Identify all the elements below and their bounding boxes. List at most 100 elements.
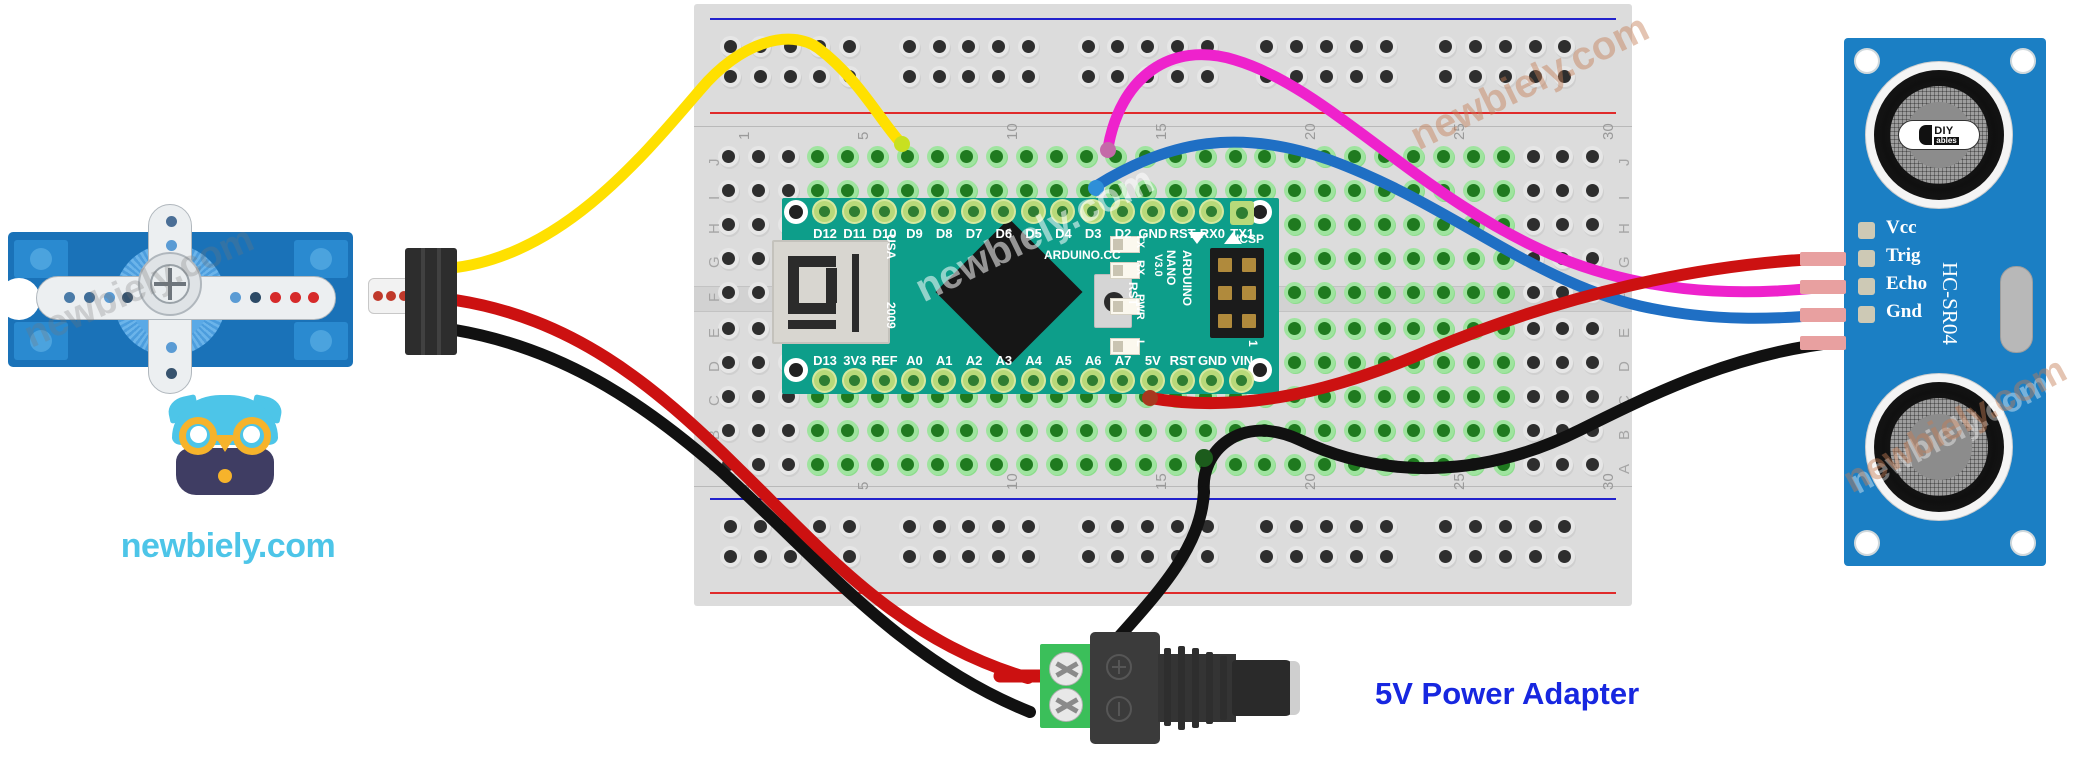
breadboard-hole-A20[interactable] bbox=[1288, 458, 1302, 471]
breadboard-hole-J28[interactable] bbox=[1526, 150, 1540, 163]
nano-pin-d2-top[interactable] bbox=[1112, 201, 1133, 222]
breadboard-hole-H21[interactable] bbox=[1318, 218, 1331, 231]
breadboard-hole-A24[interactable] bbox=[1407, 458, 1421, 471]
breadboard-hole-J13[interactable] bbox=[1079, 150, 1093, 163]
breadboard-hole-A28[interactable] bbox=[1526, 458, 1540, 471]
breadboard-power-hole[interactable] bbox=[932, 550, 946, 563]
breadboard-hole-J19[interactable] bbox=[1258, 150, 1272, 163]
breadboard-power-hole[interactable] bbox=[1290, 40, 1304, 53]
breadboard-power-hole[interactable] bbox=[753, 520, 767, 533]
breadboard-hole-I23[interactable] bbox=[1377, 184, 1391, 197]
breadboard-hole-H2[interactable] bbox=[751, 218, 765, 231]
breadboard-power-hole[interactable] bbox=[783, 520, 797, 533]
servo-motor[interactable]: newbiely.com bbox=[0, 204, 353, 394]
breadboard-hole-B16[interactable] bbox=[1169, 424, 1182, 437]
breadboard-hole-A7[interactable] bbox=[900, 458, 914, 471]
breadboard-hole-I19[interactable] bbox=[1258, 184, 1272, 197]
breadboard-hole-A19[interactable] bbox=[1258, 458, 1272, 471]
breadboard-hole-E26[interactable] bbox=[1467, 322, 1480, 335]
breadboard-power-hole[interactable] bbox=[1111, 40, 1125, 53]
breadboard-hole-A2[interactable] bbox=[751, 458, 765, 471]
breadboard-power-hole[interactable] bbox=[724, 520, 737, 533]
breadboard-power-hole[interactable] bbox=[932, 70, 946, 83]
breadboard-power-hole[interactable] bbox=[932, 40, 946, 53]
breadboard-power-hole[interactable] bbox=[992, 70, 1006, 83]
breadboard-power-hole[interactable] bbox=[1171, 520, 1184, 533]
breadboard-hole-I10[interactable] bbox=[990, 184, 1004, 197]
hc-sr04-ultrasonic-sensor[interactable]: DIY ables HC-SR04 Vcc Trig Echo Gnd newb… bbox=[1844, 38, 2056, 566]
breadboard-hole-B9[interactable] bbox=[960, 424, 974, 437]
breadboard-hole-J6[interactable] bbox=[871, 150, 884, 163]
breadboard-hole-B2[interactable] bbox=[751, 424, 765, 437]
breadboard-power-hole[interactable] bbox=[1558, 520, 1572, 533]
breadboard-power-hole[interactable] bbox=[992, 520, 1006, 533]
nano-pin-d5-top[interactable] bbox=[1022, 201, 1044, 222]
breadboard-power-hole[interactable] bbox=[1349, 40, 1363, 53]
power-adapter[interactable] bbox=[1040, 632, 1340, 744]
breadboard-hole-J23[interactable] bbox=[1377, 150, 1391, 163]
breadboard-hole-B6[interactable] bbox=[871, 424, 884, 437]
breadboard-power-hole[interactable] bbox=[1439, 550, 1453, 563]
screw-terminal-block[interactable] bbox=[1040, 644, 1092, 728]
breadboard-power-hole[interactable] bbox=[1022, 550, 1035, 563]
breadboard-hole-H30[interactable] bbox=[1586, 218, 1600, 231]
breadboard-power-hole[interactable] bbox=[1081, 70, 1095, 83]
breadboard-power-hole[interactable] bbox=[1439, 520, 1453, 533]
breadboard-power-hole[interactable] bbox=[1558, 70, 1572, 83]
breadboard-hole-I13[interactable] bbox=[1079, 184, 1093, 197]
breadboard-power-hole[interactable] bbox=[1260, 550, 1274, 563]
breadboard-hole-G25[interactable] bbox=[1437, 252, 1451, 265]
nano-pin-a0-bottom[interactable] bbox=[903, 370, 925, 391]
breadboard-hole-B27[interactable] bbox=[1496, 424, 1510, 437]
sensor-pin-square-echo[interactable] bbox=[1858, 278, 1875, 295]
breadboard-hole-A21[interactable] bbox=[1318, 458, 1331, 471]
breadboard-power-hole[interactable] bbox=[1141, 520, 1155, 533]
breadboard-hole-H29[interactable] bbox=[1556, 218, 1570, 231]
breadboard-hole-I17[interactable] bbox=[1198, 184, 1212, 197]
breadboard-power-hole[interactable] bbox=[1320, 40, 1333, 53]
breadboard-hole-C2[interactable] bbox=[751, 390, 765, 403]
breadboard-hole-C29[interactable] bbox=[1556, 390, 1570, 403]
breadboard-hole-B18[interactable] bbox=[1228, 424, 1242, 437]
breadboard-hole-C24[interactable] bbox=[1407, 390, 1421, 403]
breadboard-power-hole[interactable] bbox=[902, 550, 916, 563]
breadboard-hole-B4[interactable] bbox=[811, 424, 825, 437]
breadboard-hole-F2[interactable] bbox=[751, 286, 765, 299]
breadboard-hole-G22[interactable] bbox=[1347, 252, 1361, 265]
breadboard-power-hole[interactable] bbox=[753, 550, 767, 563]
breadboard-hole-D21[interactable] bbox=[1318, 356, 1331, 369]
breadboard-hole-I18[interactable] bbox=[1228, 184, 1242, 197]
breadboard-hole-G20[interactable] bbox=[1288, 252, 1302, 265]
nano-pin-d9-top[interactable] bbox=[903, 201, 925, 222]
breadboard-power-hole[interactable] bbox=[813, 550, 827, 563]
breadboard-hole-C1[interactable] bbox=[722, 390, 735, 403]
breadboard-hole-E27[interactable] bbox=[1496, 322, 1510, 335]
breadboard-hole-J12[interactable] bbox=[1049, 150, 1063, 163]
breadboard-hole-G26[interactable] bbox=[1467, 252, 1480, 265]
breadboard-power-hole[interactable] bbox=[724, 550, 737, 563]
breadboard-power-hole[interactable] bbox=[1469, 550, 1482, 563]
breadboard-power-hole[interactable] bbox=[753, 70, 767, 83]
nano-pin-a5-bottom[interactable] bbox=[1052, 370, 1074, 391]
breadboard-hole-J29[interactable] bbox=[1556, 150, 1570, 163]
breadboard-hole-I15[interactable] bbox=[1139, 184, 1153, 197]
breadboard-hole-C22[interactable] bbox=[1347, 390, 1361, 403]
breadboard-hole-E22[interactable] bbox=[1347, 322, 1361, 335]
breadboard-power-hole[interactable] bbox=[843, 550, 857, 563]
breadboard-power-hole[interactable] bbox=[1379, 520, 1393, 533]
breadboard-power-hole[interactable] bbox=[1498, 550, 1512, 563]
nano-pin-a2-bottom[interactable] bbox=[963, 370, 984, 391]
breadboard-hole-A8[interactable] bbox=[930, 458, 944, 471]
breadboard-power-hole[interactable] bbox=[1022, 70, 1035, 83]
breadboard-power-hole[interactable] bbox=[1290, 70, 1304, 83]
breadboard-hole-I8[interactable] bbox=[930, 184, 944, 197]
breadboard-hole-J9[interactable] bbox=[960, 150, 974, 163]
breadboard-hole-J7[interactable] bbox=[900, 150, 914, 163]
breadboard-hole-B22[interactable] bbox=[1347, 424, 1361, 437]
breadboard-power-hole[interactable] bbox=[962, 520, 976, 533]
breadboard-hole-I4[interactable] bbox=[811, 184, 825, 197]
breadboard-hole-D29[interactable] bbox=[1556, 356, 1570, 369]
breadboard-power-hole[interactable] bbox=[1200, 40, 1214, 53]
breadboard-hole-A26[interactable] bbox=[1467, 458, 1480, 471]
breadboard-hole-B25[interactable] bbox=[1437, 424, 1451, 437]
